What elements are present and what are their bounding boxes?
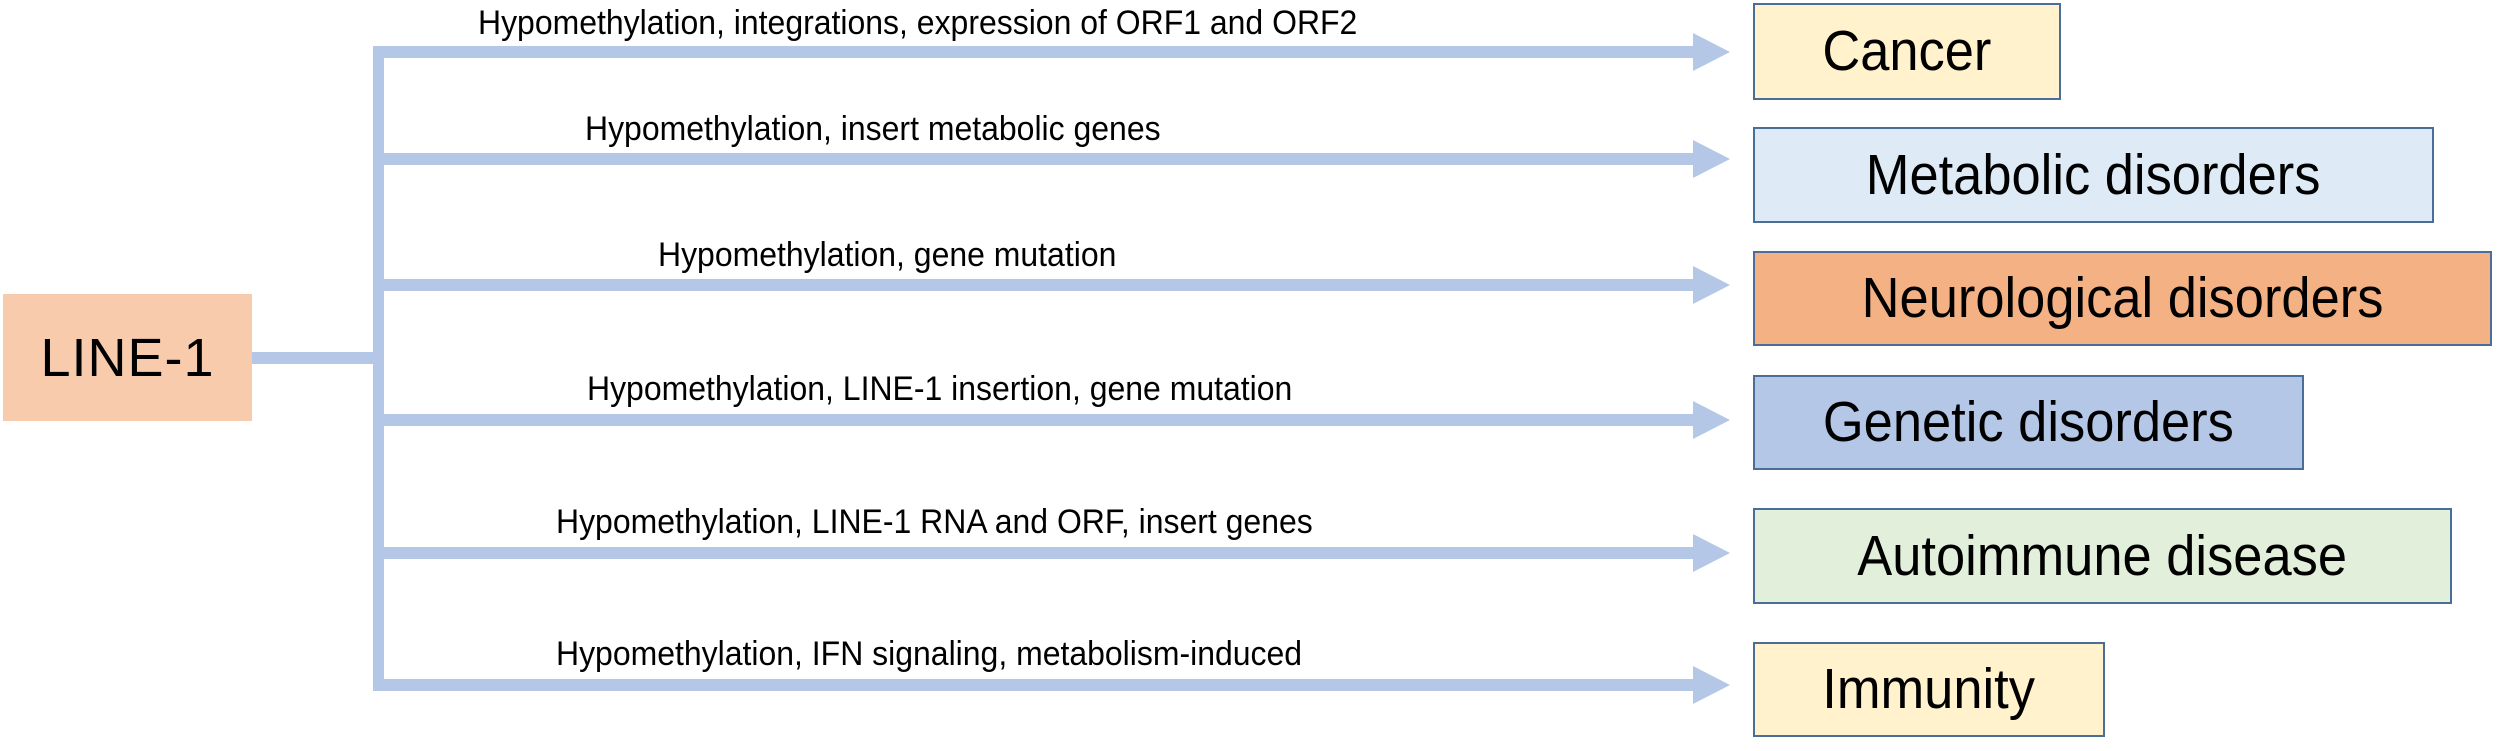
arrowhead-icon xyxy=(1693,140,1730,178)
branch-mechanism-label: Hypomethylation, integrations, expressio… xyxy=(478,4,1358,42)
source-label: LINE-1 xyxy=(40,327,215,388)
line1-source-node: LINE-1 xyxy=(3,294,252,421)
branch-mechanism-label: Hypomethylation, insert metabolic genes xyxy=(585,110,1161,148)
branch-arrow-line xyxy=(378,547,1693,559)
branch-arrow-line xyxy=(378,679,1693,691)
disease-label: Neurological disorders xyxy=(1861,266,2384,330)
branch-mechanism-label: Hypomethylation, IFN signaling, metaboli… xyxy=(556,635,1303,673)
arrowhead-icon xyxy=(1693,666,1730,704)
disease-label: Autoimmune disease xyxy=(1857,523,2348,588)
disease-node: Neurological disorders xyxy=(1753,251,2492,346)
disease-label: Genetic disorders xyxy=(1823,390,2234,454)
branch-arrow-line xyxy=(378,414,1693,426)
disease-label: Immunity xyxy=(1822,657,2036,721)
disease-node: Genetic disorders xyxy=(1753,375,2304,470)
arrowhead-icon xyxy=(1693,266,1730,304)
branch-arrow-line xyxy=(378,279,1693,291)
disease-node: Autoimmune disease xyxy=(1753,508,2452,604)
branch-arrow-line xyxy=(378,153,1693,165)
disease-node: Cancer xyxy=(1753,3,2061,100)
vertical-trunk-connector xyxy=(373,46,384,691)
branch-arrow-line xyxy=(378,46,1693,58)
disease-label: Cancer xyxy=(1822,19,1992,83)
disease-node: Immunity xyxy=(1753,642,2105,737)
arrowhead-icon xyxy=(1693,33,1730,71)
disease-node: Metabolic disorders xyxy=(1753,127,2434,223)
arrowhead-icon xyxy=(1693,534,1730,572)
source-stem-connector xyxy=(252,352,378,364)
branch-mechanism-label: Hypomethylation, gene mutation xyxy=(658,236,1117,274)
arrowhead-icon xyxy=(1693,401,1730,439)
disease-label: Metabolic disorders xyxy=(1866,142,2321,207)
branch-mechanism-label: Hypomethylation, LINE-1 insertion, gene … xyxy=(587,370,1293,408)
branch-mechanism-label: Hypomethylation, LINE-1 RNA and ORF, ins… xyxy=(556,503,1313,541)
